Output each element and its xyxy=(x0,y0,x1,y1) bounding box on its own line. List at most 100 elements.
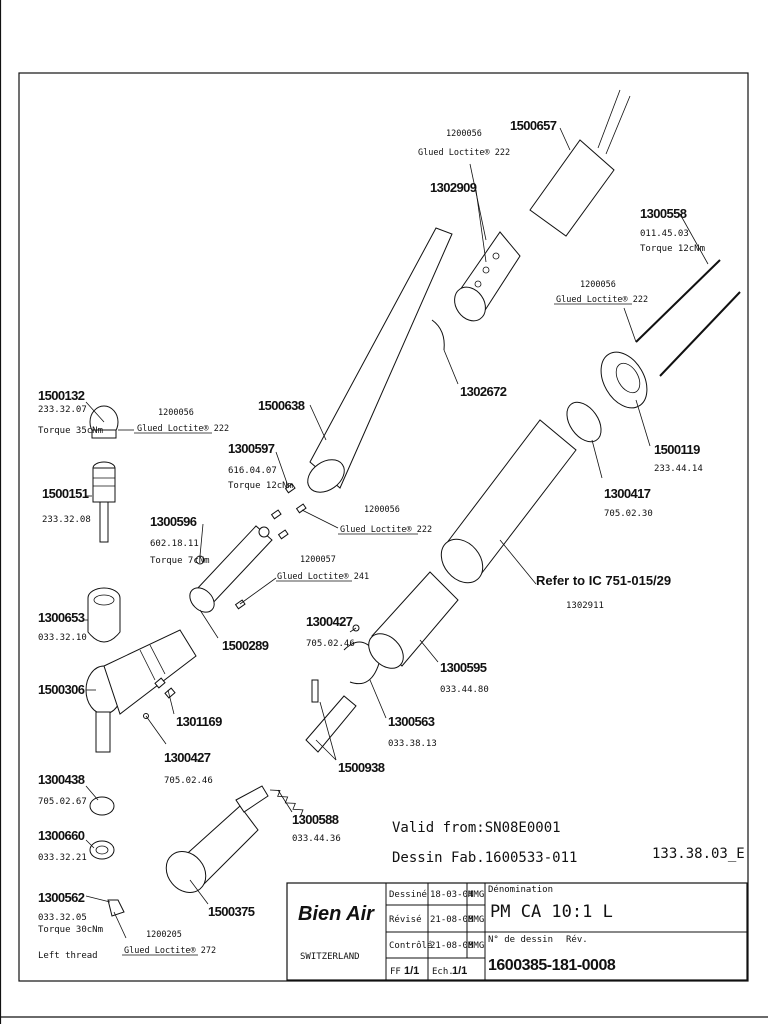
code-1300562: 033.32.05 xyxy=(38,913,87,923)
rod-1300558-a-shape xyxy=(635,259,721,343)
row-revise-label: Révisé xyxy=(389,914,422,925)
ech-value: 1/1 xyxy=(452,965,467,977)
motor-1500375-shape xyxy=(165,785,269,893)
dessin-fab: Dessin Fab.1600533-011 xyxy=(392,850,577,866)
end-1500119-shape xyxy=(600,351,648,409)
arm-1500638-shape xyxy=(307,227,453,493)
row-revise-init: MMG xyxy=(468,915,484,925)
label-1500132: 1500132 xyxy=(38,388,85,403)
drawing-number-label: N° de dessin xyxy=(488,935,553,945)
code-1300595: 033.44.80 xyxy=(440,685,489,695)
label-1302672: 1302672 xyxy=(460,384,507,399)
code-1300427-a: 705.02.46 xyxy=(164,776,213,786)
ring-1300660-shape xyxy=(89,840,115,860)
pins-1301169-shape xyxy=(154,677,176,699)
label-1300438: 1300438 xyxy=(38,772,85,787)
code-1300563: 033.38.13 xyxy=(388,739,437,749)
label-1300427-b: 1300427 xyxy=(306,614,353,629)
torque-1300596: Torque 7cNm xyxy=(150,556,210,566)
head-1500151-shape xyxy=(92,461,116,543)
label-1300653: 1300653 xyxy=(38,610,85,625)
glue-code-1300562: 1200205 xyxy=(146,930,182,940)
refer-code: 1302911 xyxy=(566,601,604,611)
label-1300562: 1300562 xyxy=(38,890,85,905)
left-thread-note: Left thread xyxy=(38,951,98,961)
outer-sleeve-1302911-shape xyxy=(440,419,577,584)
label-1500306: 1500306 xyxy=(38,682,85,697)
label-1500938: 1500938 xyxy=(338,760,385,775)
row-dessine-label: Dessiné xyxy=(389,889,427,900)
ech-label: Ech. xyxy=(432,967,454,977)
row-controle-label: Contrôlé xyxy=(389,940,432,951)
code-1300660: 033.32.21 xyxy=(38,853,87,863)
label-1500375: 1500375 xyxy=(208,904,255,919)
label-1302909: 1302909 xyxy=(430,180,477,195)
code-1500151: 233.32.08 xyxy=(42,515,91,525)
ff-label: FF xyxy=(390,967,401,977)
label-1301169: 1301169 xyxy=(176,714,222,729)
label-1300563: 1300563 xyxy=(388,714,435,729)
grip-1302909-shape xyxy=(454,231,521,322)
glue-text-1302909: Glued Loctite® 222 xyxy=(418,148,510,158)
shaft-1500289-shape xyxy=(189,525,273,613)
label-1300597: 1300597 xyxy=(228,441,275,456)
clip-1302672-shape xyxy=(431,319,445,351)
housing-1300653-shape xyxy=(87,587,121,643)
torque-1500132: Torque 35cNm xyxy=(38,426,103,436)
code-1300438: 705.02.67 xyxy=(38,797,87,807)
label-1300595: 1300595 xyxy=(440,660,487,675)
part-drawings xyxy=(85,89,741,917)
glue-text-1300562: Glued Loctite® 272 xyxy=(124,946,216,956)
label-1300427-a: 1300427 xyxy=(164,750,211,765)
row-revise-date: 21-08-08 xyxy=(430,915,473,925)
denomination-label: Dénomination xyxy=(488,884,553,895)
row-dessine-init: MMG xyxy=(468,890,484,900)
glue-text-1500119: Glued Loctite® 222 xyxy=(556,295,648,305)
glue-notes: 1200056 Glued Loctite® 222 1200056 Glued… xyxy=(122,129,671,956)
glue-code-1500119: 1200056 xyxy=(580,280,616,290)
torque-1300597: Torque 12cNm xyxy=(228,481,293,491)
glue-code-1302909: 1200056 xyxy=(446,129,482,139)
label-1300660: 1300660 xyxy=(38,828,85,843)
drawing-number: 1600385-181-0008 xyxy=(488,957,616,974)
code-1300558: 011.45.03 xyxy=(640,229,689,239)
torque-1300562: Torque 30cNm xyxy=(38,925,103,935)
revision-label: Rév. xyxy=(566,934,588,945)
code-1500119: 233.44.14 xyxy=(654,464,703,474)
validity-block: Valid from:SN08E0001 Dessin Fab.1600533-… xyxy=(392,820,745,866)
sleeve-1500938-shape xyxy=(305,679,357,753)
label-1300596: 1300596 xyxy=(150,514,197,529)
glue-text-1500132: Glued Loctite® 222 xyxy=(137,424,229,434)
label-1300417: 1300417 xyxy=(604,486,651,501)
label-1500657: 1500657 xyxy=(510,118,557,133)
glue-text-screw: Glued Loctite® 222 xyxy=(340,525,432,535)
bien-air-logo: Bien Air xyxy=(298,903,375,925)
sleeve-1300595-shape xyxy=(368,571,459,669)
refer-note: Refer to IC 751-015/29 xyxy=(536,573,671,588)
code-1300596: 602.18.11 xyxy=(150,539,199,549)
code-1300427-b: 705.02.46 xyxy=(306,639,355,649)
connector-1500657-shape xyxy=(529,89,631,237)
row-controle-date: 21-08-08 xyxy=(430,941,473,951)
label-1300588: 1300588 xyxy=(292,812,339,827)
valid-from: Valid from:SN08E0001 xyxy=(392,820,561,836)
label-1500289: 1500289 xyxy=(222,638,269,653)
doc-reference: 133.38.03_E xyxy=(652,846,745,862)
title-block: Bien Air SWITZERLAND Dessiné 18-03-04 MM… xyxy=(286,882,748,981)
denomination-value: PM CA 10:1 L xyxy=(490,902,613,922)
leader-lines xyxy=(84,127,709,939)
oring-1300438-shape xyxy=(89,796,115,816)
torque-1300558: Torque 12cNm xyxy=(640,244,705,254)
glue-code-pin: 1200057 xyxy=(300,555,336,565)
code-1300417: 705.02.30 xyxy=(604,509,653,519)
code-1300597: 616.04.07 xyxy=(228,466,277,476)
oring-1300417-shape xyxy=(566,401,602,443)
company-country: SWITZERLAND xyxy=(300,952,360,962)
label-1500638: 1500638 xyxy=(258,398,305,413)
drawing-border xyxy=(18,72,749,982)
glue-code-screw: 1200056 xyxy=(364,505,400,515)
code-1500132: 233.32.07 xyxy=(38,405,87,415)
label-1500119: 1500119 xyxy=(654,442,700,457)
